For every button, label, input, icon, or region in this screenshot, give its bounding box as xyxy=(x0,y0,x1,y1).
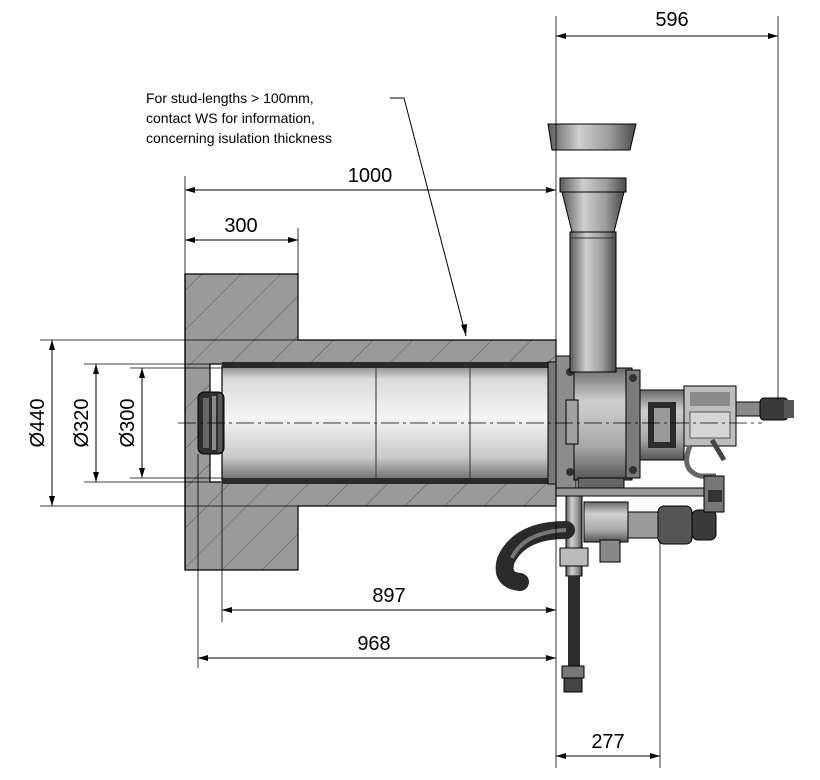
extension-lines xyxy=(40,16,779,768)
dimension-dia440-label: Ø440 xyxy=(27,399,49,448)
dimension-596-label: 596 xyxy=(655,9,688,31)
dimension-277: 277 xyxy=(556,731,660,759)
note-line-2: contact WS for information, xyxy=(146,110,315,126)
dimension-897: 897 xyxy=(222,585,556,613)
dimension-dia320: Ø320 xyxy=(71,364,99,482)
dimension-300-label: 300 xyxy=(224,215,257,237)
dimension-968-label: 968 xyxy=(357,633,390,655)
note-line-3: concerning isulation thickness xyxy=(146,130,332,146)
dimension-1000: 1000 xyxy=(185,165,556,193)
dimension-dia300-label: Ø300 xyxy=(117,399,139,448)
note-leader xyxy=(390,97,467,337)
dimension-277-label: 277 xyxy=(591,731,624,753)
dimension-968: 968 xyxy=(198,633,556,661)
dimension-596: 596 xyxy=(556,9,778,39)
air-inlet-pipe xyxy=(547,123,637,373)
note-line-1: For stud-lengths > 100mm, xyxy=(146,90,314,106)
dimension-dia300: Ø300 xyxy=(117,368,145,478)
dimension-897-label: 897 xyxy=(372,585,405,607)
dimension-300: 300 xyxy=(185,215,298,243)
dimension-dia320-label: Ø320 xyxy=(71,399,93,448)
dimension-dia440: Ø440 xyxy=(27,340,55,506)
insulation-note: For stud-lengths > 100mm, contact WS for… xyxy=(146,90,467,337)
dimension-1000-label: 1000 xyxy=(348,165,393,187)
gas-train xyxy=(495,475,725,693)
